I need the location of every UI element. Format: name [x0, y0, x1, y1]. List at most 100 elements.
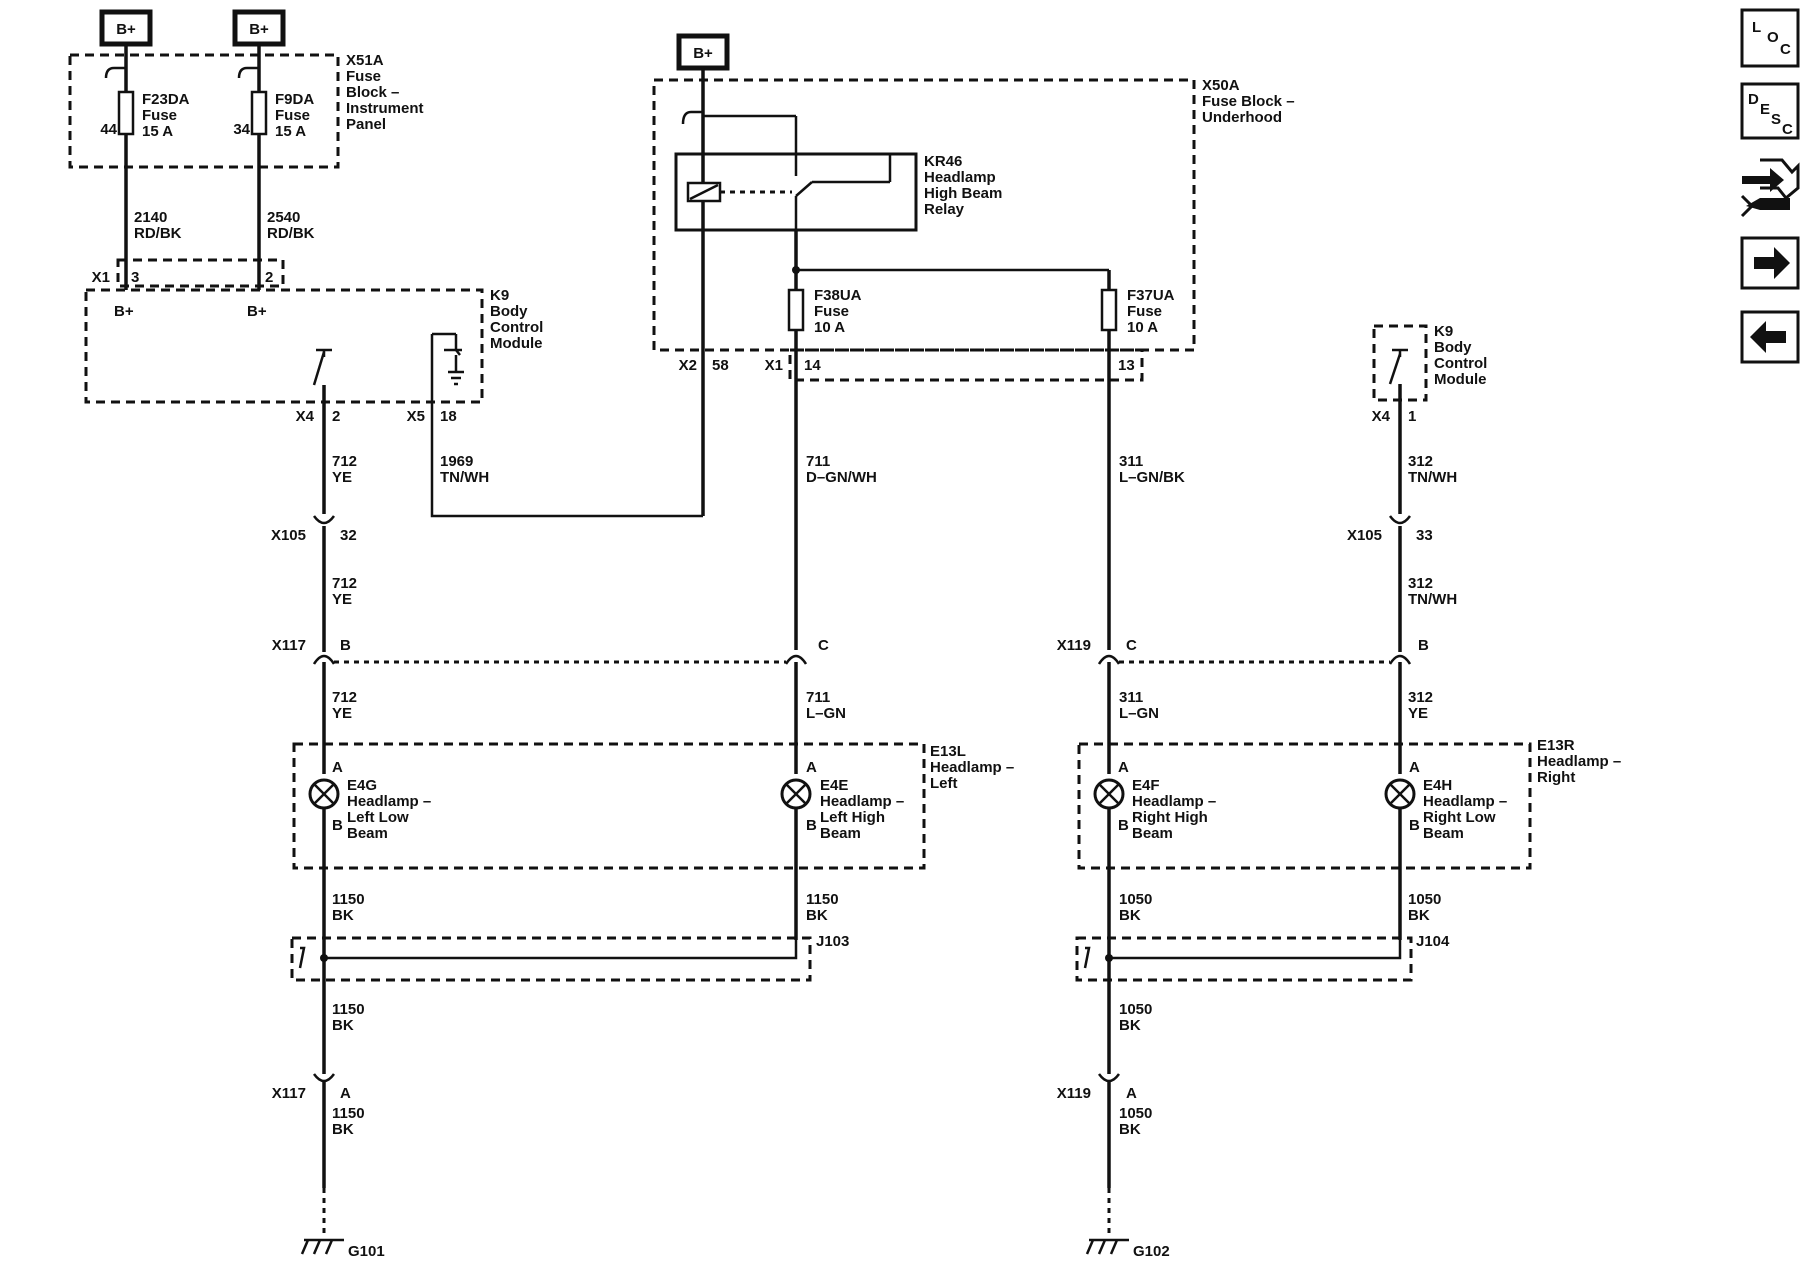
connector-repair-icon[interactable]	[1740, 158, 1800, 218]
wire-2540: 2540 RD/BK	[257, 167, 315, 290]
svg-text:2140: 2140	[134, 209, 167, 226]
svg-text:YE: YE	[332, 705, 352, 722]
wire-711-upper: 711 D–GN/WH	[794, 360, 877, 650]
svg-text:B+: B+	[116, 21, 136, 38]
battery-f9da: B+	[232, 9, 286, 55]
svg-text:YE: YE	[332, 591, 352, 608]
svg-text:A: A	[806, 759, 817, 776]
svg-text:Beam: Beam	[820, 825, 861, 842]
svg-text:X1: X1	[92, 269, 110, 286]
svg-text:BK: BK	[1119, 1017, 1141, 1034]
ground-g102: G102	[1085, 1188, 1170, 1260]
x50a-connector-pins: X2 58 X1 14 13	[679, 348, 1144, 382]
location-button[interactable]: L O C	[1740, 8, 1800, 68]
svg-text:Fuse: Fuse	[346, 68, 381, 85]
svg-text:1050: 1050	[1408, 891, 1441, 908]
svg-text:C: C	[818, 637, 829, 654]
svg-text:Headlamp: Headlamp	[924, 169, 996, 186]
svg-text:F38UA: F38UA	[814, 287, 862, 304]
svg-text:Body: Body	[490, 303, 528, 320]
svg-text:1050: 1050	[1119, 1105, 1152, 1122]
arrow-left-icon[interactable]	[1740, 310, 1800, 364]
svg-text:X51A: X51A	[346, 52, 384, 69]
svg-text:X4: X4	[296, 408, 315, 425]
svg-text:BK: BK	[332, 1121, 354, 1138]
svg-text:B: B	[1418, 637, 1429, 654]
svg-text:Left: Left	[930, 775, 958, 792]
svg-text:14: 14	[804, 357, 821, 374]
svg-text:D: D	[1748, 91, 1759, 108]
svg-text:312: 312	[1408, 575, 1433, 592]
wire-712-upper: 712 YE	[322, 402, 357, 514]
wire-711-lower: 711 L–GN	[794, 662, 846, 774]
svg-text:D–GN/WH: D–GN/WH	[806, 469, 877, 486]
svg-text:C: C	[1126, 637, 1137, 654]
svg-text:712: 712	[332, 453, 357, 470]
svg-text:K9: K9	[490, 287, 509, 304]
headlamp-bulb-e4h: A B E4H Headlamp – Right Low Beam	[1384, 759, 1507, 940]
svg-text:Fuse: Fuse	[814, 303, 849, 320]
svg-text:YE: YE	[1408, 705, 1428, 722]
wire-712-lower: 712 YE	[322, 662, 357, 774]
svg-text:X105: X105	[1347, 527, 1382, 544]
wire-1150-labels: 1150 BK 1150 BK	[332, 891, 839, 924]
svg-text:B: B	[1118, 817, 1129, 834]
svg-text:BK: BK	[332, 907, 354, 924]
connector-x105-right: X105 33 312 TN/WH	[1347, 515, 1457, 652]
svg-text:E4G: E4G	[347, 777, 377, 794]
svg-text:711: 711	[806, 689, 830, 706]
headlamp-bulb-e4e: A B E4E Headlamp – Left High Beam	[780, 759, 904, 940]
svg-text:15 A: 15 A	[142, 123, 173, 140]
svg-text:B+: B+	[247, 303, 267, 320]
connector-x119: X119 C B	[1057, 637, 1429, 665]
svg-text:Headlamp –: Headlamp –	[1423, 793, 1507, 810]
svg-text:Module: Module	[1434, 371, 1487, 388]
wire-312-upper: 312 TN/WH	[1398, 400, 1457, 514]
svg-text:Headlamp –: Headlamp –	[820, 793, 904, 810]
svg-text:311: 311	[1119, 689, 1143, 706]
svg-text:10 A: 10 A	[1127, 319, 1158, 336]
svg-text:Beam: Beam	[1423, 825, 1464, 842]
svg-text:TN/WH: TN/WH	[1408, 469, 1457, 486]
svg-text:L–GN: L–GN	[806, 705, 846, 722]
svg-text:Beam: Beam	[1132, 825, 1173, 842]
svg-text:A: A	[332, 759, 343, 776]
svg-text:2: 2	[332, 408, 340, 425]
svg-text:311: 311	[1119, 453, 1143, 470]
headlamp-bulb-e4g: A B E4G Headlamp – Left Low Beam	[308, 759, 431, 960]
headlamp-left-assembly-e13l: E13L Headlamp – Left	[292, 742, 1014, 870]
svg-text:BK: BK	[1119, 1121, 1141, 1138]
svg-text:F9DA: F9DA	[275, 91, 314, 108]
splice-j104: J104	[1075, 933, 1450, 982]
svg-text:TN/WH: TN/WH	[440, 469, 489, 486]
svg-text:X5: X5	[407, 408, 425, 425]
svg-text:E4F: E4F	[1132, 777, 1160, 794]
svg-text:High Beam: High Beam	[924, 185, 1002, 202]
svg-text:B: B	[1409, 817, 1420, 834]
arrow-right-icon[interactable]	[1740, 236, 1800, 290]
svg-text:Instrument: Instrument	[346, 100, 424, 117]
svg-text:G102: G102	[1133, 1243, 1170, 1260]
svg-text:Panel: Panel	[346, 116, 386, 133]
fuse-f23da: 44 F23DA Fuse 15 A	[100, 55, 190, 167]
svg-text:Fuse: Fuse	[275, 107, 310, 124]
relay-kr46: KR46 Headlamp High Beam Relay	[674, 152, 1002, 232]
x50a-internal-bus	[681, 68, 798, 516]
svg-text:KR46: KR46	[924, 153, 962, 170]
wire-2140: 2140 RD/BK	[124, 167, 182, 290]
svg-text:Block –: Block –	[346, 84, 399, 101]
wire-311-upper: 311 L–GN/BK	[1107, 360, 1185, 650]
svg-text:312: 312	[1408, 689, 1433, 706]
svg-text:A: A	[1409, 759, 1420, 776]
svg-text:3: 3	[131, 269, 139, 286]
wire-1969: 1969 TN/WH	[430, 402, 703, 518]
svg-text:Relay: Relay	[924, 201, 965, 218]
svg-text:Headlamp –: Headlamp –	[930, 759, 1014, 776]
svg-text:X119: X119	[1057, 1085, 1091, 1102]
svg-text:1150: 1150	[332, 1105, 365, 1122]
svg-text:B: B	[806, 817, 817, 834]
svg-text:1050: 1050	[1119, 891, 1152, 908]
svg-text:X105: X105	[271, 527, 306, 544]
fuse-block-instrument-panel-outline	[68, 53, 340, 169]
description-button[interactable]: D E S C	[1740, 82, 1800, 140]
